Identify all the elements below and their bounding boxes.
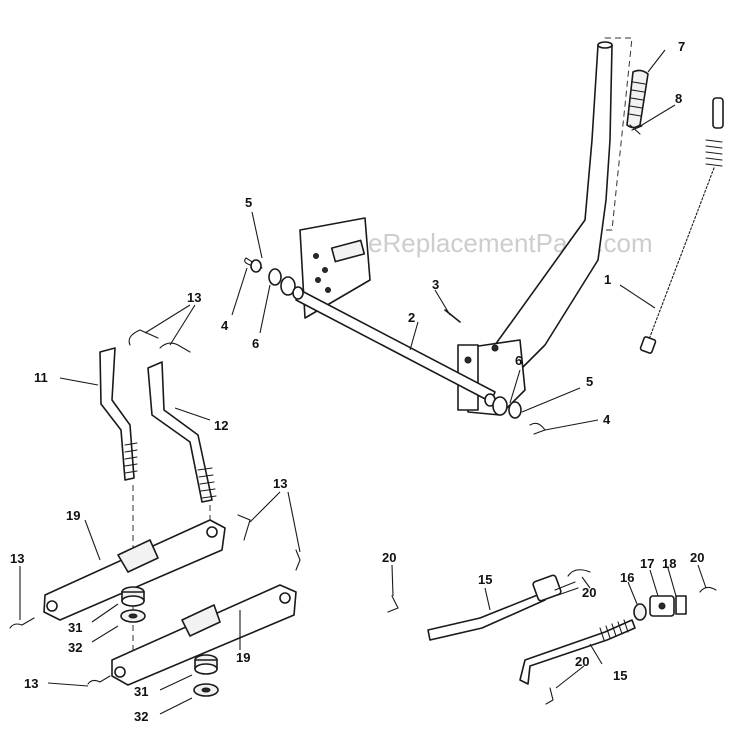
lift-lever-handle: [457, 41, 613, 416]
callout-20-bottom: 20: [575, 654, 589, 669]
grip-pin: [629, 124, 643, 135]
callout-15-lower: 15: [613, 668, 627, 683]
callout-3: 3: [432, 277, 439, 292]
callout-20-left: 20: [382, 550, 396, 565]
lift-arm-upper: [43, 519, 226, 621]
callout-16: 16: [620, 570, 634, 585]
callout-7: 7: [678, 39, 685, 54]
lift-link-right: [147, 361, 217, 503]
callout-18: 18: [662, 556, 676, 571]
callout-11: 11: [34, 370, 48, 385]
callout-1: 1: [604, 272, 611, 287]
callout-19-lower: 19: [236, 650, 250, 665]
callout-31-lower: 31: [134, 684, 148, 699]
callout-12: 12: [214, 418, 228, 433]
callout-32-upper: 32: [68, 640, 82, 655]
callout-5-upper: 5: [245, 195, 252, 210]
callout-13-mid: 13: [273, 476, 287, 491]
clevis-pin: [444, 309, 461, 323]
callout-32-lower: 32: [134, 709, 148, 724]
callout-6-upper: 6: [252, 336, 259, 351]
hairpin-upper: [128, 329, 191, 353]
callout-13-top: 13: [187, 290, 201, 305]
callout-17: 17: [640, 556, 654, 571]
callout-13-bottom: 13: [24, 676, 38, 691]
callout-5-lower: 5: [586, 374, 593, 389]
callout-4-upper: 4: [221, 318, 229, 333]
lift-link-left: [99, 347, 138, 481]
callout-31-upper: 31: [68, 620, 82, 635]
callout-2: 2: [408, 310, 415, 325]
callout-15-upper: 15: [478, 572, 492, 587]
callout-8: 8: [675, 91, 682, 106]
leader-lines: [19, 49, 707, 715]
callout-20-mid: 20: [582, 585, 596, 600]
lift-rod-lower: [519, 619, 636, 685]
adjustment-rod: [639, 97, 724, 354]
hand-grip: [626, 69, 649, 129]
callout-13-left: 13: [10, 551, 24, 566]
callout-4-lower: 4: [603, 412, 611, 427]
bushing-lower: [193, 654, 219, 697]
watermark-text: eReplacementParts.com: [368, 228, 653, 258]
hairpin-lower: [9, 514, 301, 685]
trunnion-hardware: [633, 595, 687, 621]
lift-arm-lower: [111, 584, 297, 686]
lift-rod-upper: [427, 574, 579, 641]
lower-right-hardware: [508, 401, 546, 435]
callout-labels: 1 2 3 4 4 5 5 6 6 7 8 11 12 13 13 13 13 …: [10, 39, 704, 724]
lift-shaft: [280, 217, 508, 416]
hairpin-clips-20: [387, 569, 717, 705]
callout-6-lower: 6: [515, 353, 522, 368]
callout-19-upper: 19: [66, 508, 80, 523]
upper-left-hardware: [244, 257, 282, 286]
callout-20-right: 20: [690, 550, 704, 565]
bushing-upper: [120, 586, 146, 623]
